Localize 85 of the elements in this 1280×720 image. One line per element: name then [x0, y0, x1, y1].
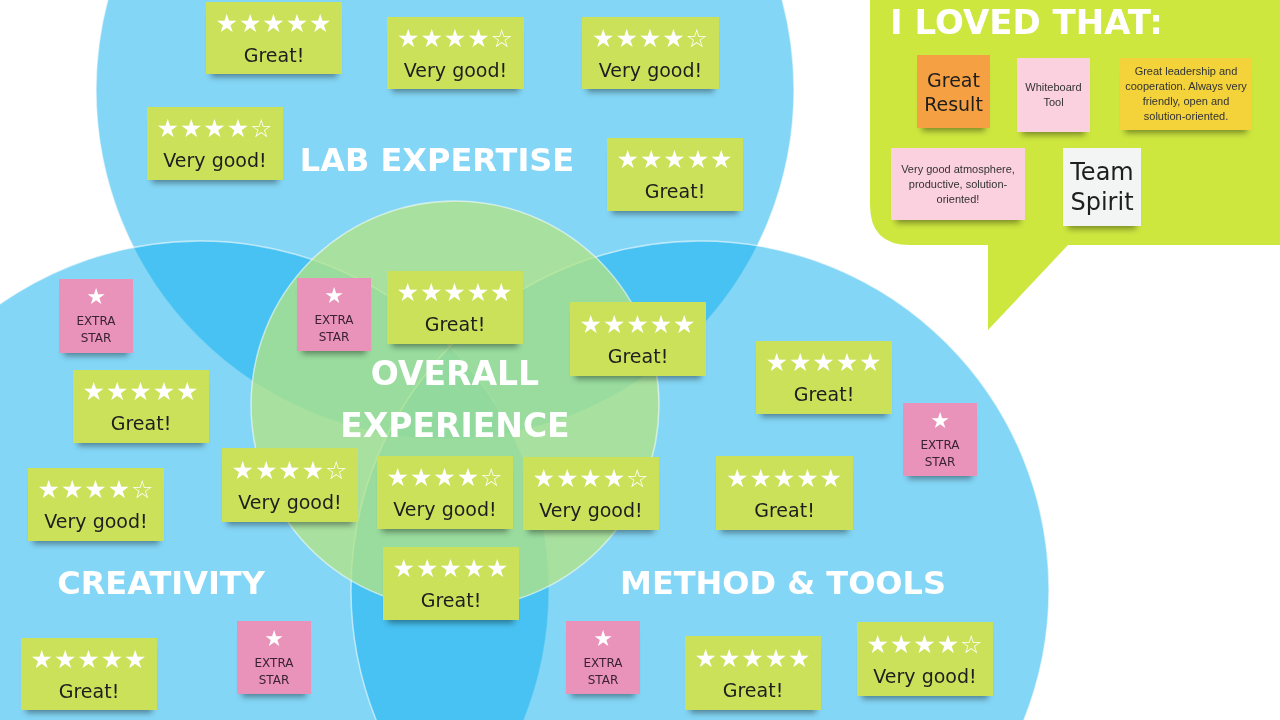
star-rating: ★★★★★	[392, 555, 510, 583]
sticky-note	[570, 302, 706, 376]
sticky-note	[387, 17, 524, 89]
sticky-note	[28, 468, 164, 541]
sticky-note	[222, 448, 358, 522]
sticky-note	[1120, 58, 1252, 130]
star-symbol: ★	[593, 626, 613, 651]
sticky-note	[917, 55, 990, 128]
sticky-note	[383, 547, 519, 620]
star-symbol: ★	[264, 626, 284, 651]
star-symbol: ★	[86, 285, 106, 309]
sticky-note	[756, 341, 892, 414]
sticky-note	[1063, 148, 1141, 226]
note-text: Very good!	[539, 498, 643, 522]
sticky-note	[237, 621, 311, 694]
star-rating: ★★★★★	[694, 644, 812, 673]
note-text: EXTRA STAR	[75, 313, 117, 347]
star-rating: ★★★★★	[215, 9, 333, 38]
star-rating: ★★★★☆	[866, 630, 984, 659]
note-text: Great!	[607, 343, 669, 368]
sticky-note	[387, 271, 523, 344]
sticky-note	[59, 279, 133, 353]
sticky-note	[566, 621, 640, 694]
sticky-note	[903, 403, 977, 476]
star-rating: ★★★★☆	[156, 115, 274, 143]
note-text: Very good!	[238, 489, 342, 514]
sticky-note	[857, 622, 993, 696]
star-rating: ★★★★★	[616, 146, 734, 174]
note-text: Very good!	[393, 497, 497, 521]
note-text: EXTRA STAR	[919, 436, 961, 471]
star-rating: ★★★★★	[579, 310, 697, 339]
star-rating: ★★★★☆	[231, 456, 349, 485]
note-text: Team Spirit	[1069, 157, 1135, 217]
sticky-note	[685, 636, 821, 710]
note-text: EXTRA STAR	[582, 654, 624, 689]
circle-label: METHOD & TOOLS	[620, 564, 946, 602]
note-text: EXTRA STAR	[253, 654, 295, 689]
sticky-note	[297, 278, 371, 351]
circle-label: LAB EXPERTISE	[299, 141, 575, 179]
star-rating: ★★★★☆	[396, 24, 515, 53]
note-text: Great!	[644, 179, 706, 203]
note-text: Great Result	[923, 67, 984, 116]
note-text: Very good atmosphere, productive, solution-oriented!	[900, 161, 1016, 207]
star-rating: ★★★★☆	[386, 464, 504, 492]
star-symbol: ★	[930, 408, 950, 433]
sticky-note	[716, 456, 853, 530]
sticky-note	[891, 148, 1025, 220]
sticky-note	[206, 2, 342, 74]
circle-label: CREATIVITY	[57, 564, 265, 602]
star-rating: ★★★★★	[765, 349, 883, 377]
note-text: EXTRA STAR	[313, 311, 355, 346]
star-rating: ★★★★★	[30, 645, 148, 674]
note-text: Great!	[793, 382, 855, 406]
sticky-note	[523, 457, 659, 530]
star-rating: ★★★★☆	[591, 24, 710, 53]
sticky-note	[377, 456, 513, 529]
note-text: Great!	[243, 42, 305, 67]
note-text: Very good!	[598, 57, 703, 82]
speech-bubble	[870, 0, 1280, 330]
note-text: Great!	[110, 411, 172, 435]
note-text: Great leadership and cooperation. Always very friendly, open and solution-oriented.	[1124, 64, 1248, 124]
star-symbol: ★	[324, 283, 344, 308]
bubble-title: I LOVED THAT:	[890, 1, 1163, 44]
note-text: Great!	[722, 677, 784, 702]
note-text: Whiteboard Tool	[1024, 80, 1083, 110]
star-rating: ★★★★☆	[532, 465, 650, 493]
star-rating: ★★★★☆	[37, 476, 155, 504]
note-text: Great!	[58, 678, 120, 703]
note-text: Very good!	[403, 57, 508, 82]
sticky-note	[147, 107, 283, 180]
sticky-note	[21, 638, 157, 710]
note-text: Great!	[424, 312, 486, 336]
note-text: Very good!	[44, 509, 148, 533]
star-rating: ★★★★★	[725, 464, 844, 493]
note-text: Great!	[420, 588, 482, 612]
star-rating: ★★★★★	[82, 378, 200, 406]
circle-label: OVERALL EXPERIENCE	[340, 353, 570, 447]
note-text: Very good!	[873, 663, 977, 688]
sticky-note	[607, 138, 743, 211]
sticky-note	[1017, 58, 1090, 132]
sticky-note	[73, 370, 209, 443]
note-text: Very good!	[163, 148, 267, 172]
star-rating: ★★★★★	[396, 279, 514, 307]
sticky-note	[582, 17, 719, 89]
note-text: Great!	[754, 497, 815, 522]
